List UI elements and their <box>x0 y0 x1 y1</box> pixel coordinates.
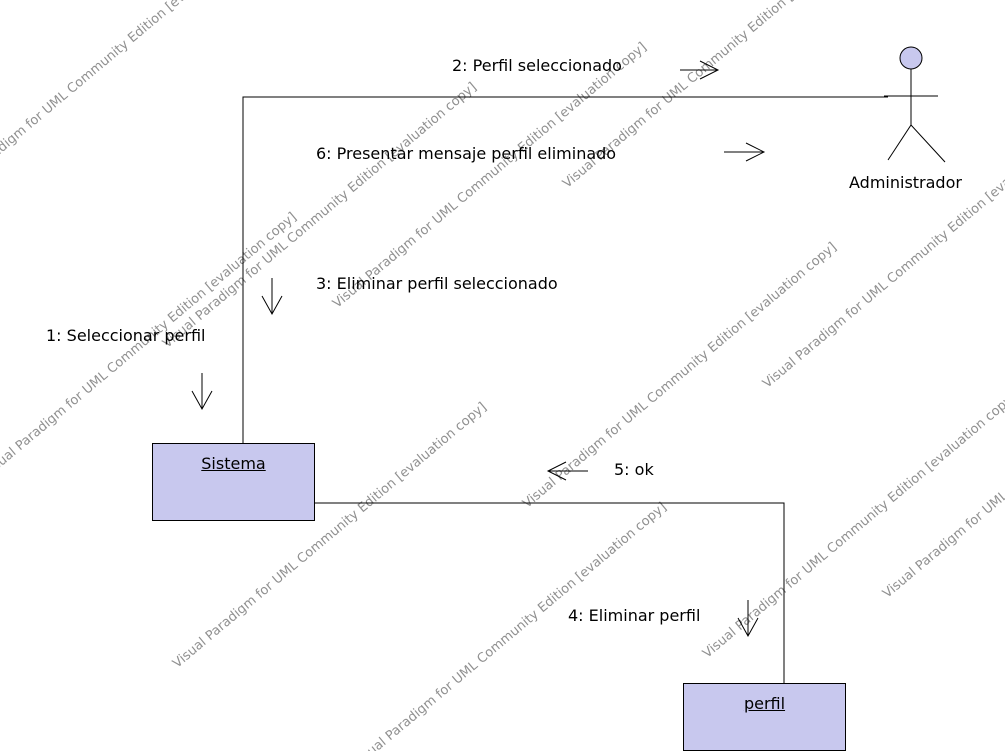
message-label-4: 4: Eliminar perfil <box>568 606 701 625</box>
link-sistema-perfil <box>314 502 785 683</box>
arrow-msg-1 <box>191 373 213 411</box>
object-sistema[interactable]: Sistema <box>152 443 315 521</box>
actor-name: Administrador <box>849 173 962 192</box>
message-label-6: 6: Presentar mensaje perfil eliminado <box>316 144 617 163</box>
arrow-msg-4 <box>737 600 759 638</box>
object-perfil[interactable]: perfil <box>683 683 846 751</box>
message-label-5: 5: ok <box>614 460 654 479</box>
arrow-msg-2 <box>680 60 720 80</box>
message-label-3: 3: Eliminar perfil seleccionado <box>316 274 558 293</box>
message-label-1: 1: Seleccionar perfil <box>46 326 206 345</box>
arrow-msg-5 <box>546 461 588 481</box>
actor-icon <box>884 46 946 163</box>
message-label-2: 2: Perfil seleccionado <box>452 56 622 75</box>
object-perfil-name: perfil <box>743 694 786 713</box>
object-sistema-name: Sistema <box>201 454 266 473</box>
link-sistema-actor <box>242 96 888 443</box>
arrow-msg-6 <box>724 142 766 162</box>
arrow-msg-3 <box>261 278 283 316</box>
